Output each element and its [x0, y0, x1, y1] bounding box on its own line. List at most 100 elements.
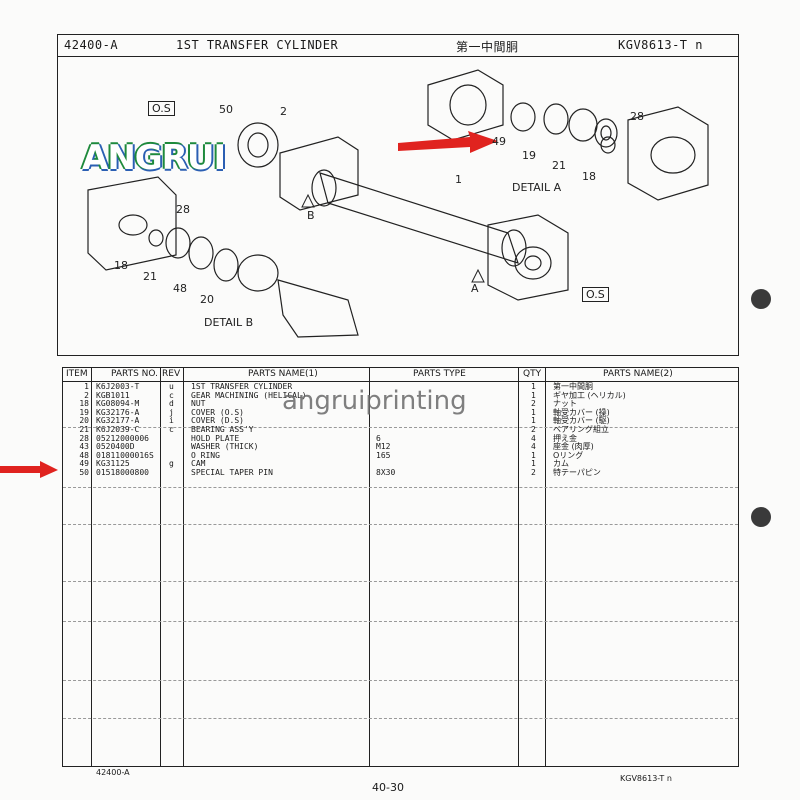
cell-type: 6 — [376, 433, 381, 443]
th-parts-no: PARTS NO. — [111, 369, 158, 379]
cell-name2: 軸受カバー (駆) — [553, 416, 610, 426]
cell-no: K6J2039-C — [96, 425, 140, 434]
cell-name1: COVER (D.S) — [191, 416, 244, 426]
col-divider — [545, 368, 546, 766]
cell-item: 43 — [79, 442, 89, 452]
cell-name2: 第一中間胴 — [553, 382, 593, 391]
callout-18-b: 18 — [114, 259, 128, 272]
row-separator — [63, 487, 738, 488]
callout-21-b: 21 — [143, 270, 157, 283]
cell-rev: u — [169, 382, 174, 391]
cylinder-body — [319, 172, 519, 264]
cell-qty: 1 — [531, 382, 536, 391]
col-divider — [369, 368, 370, 766]
cell-type: M12 — [376, 442, 391, 452]
cell-name2: 特テーパピン — [553, 468, 601, 477]
os-label-bottom: O.S — [582, 287, 609, 302]
cell-name1: BEARING ASS'Y — [191, 425, 254, 434]
cell-item: 21 — [79, 425, 89, 434]
cell-no: KG32177-A — [96, 416, 140, 426]
callout-28-b: 28 — [176, 203, 190, 216]
arrow-b-icon — [301, 193, 315, 208]
cell-item: 18 — [79, 399, 89, 409]
footer-code: 42400-A — [96, 768, 130, 777]
part-2-gear — [237, 122, 279, 168]
part-flange — [237, 254, 279, 292]
exploded-diagram: 50 2 28 18 21 48 20 1 B A 49 19 21 18 28… — [57, 55, 739, 356]
cell-rev: i — [169, 416, 174, 426]
cell-qty: 4 — [531, 433, 536, 443]
header-bar: 42400-A 1ST TRANSFER CYLINDER 第一中間胴 KGV8… — [57, 34, 739, 57]
part-18-nut — [600, 136, 616, 154]
cell-no: 05212000006 — [96, 433, 149, 443]
diagram-drawing — [87, 69, 709, 338]
binder-hole — [751, 507, 771, 527]
cell-no: KG32176-A — [96, 407, 140, 417]
cell-rev: c — [169, 390, 174, 400]
arrow-a-icon — [471, 268, 485, 283]
cell-qty: 1 — [531, 416, 536, 426]
header-code: 42400-A — [64, 38, 119, 52]
callout-letter-a: A — [471, 282, 479, 295]
callout-48: 48 — [173, 282, 187, 295]
header-title-jp: 第一中間胴 — [456, 40, 519, 54]
cell-item: 50 — [79, 468, 89, 477]
frame-block-right — [627, 106, 709, 201]
cell-name1: COVER (O.S) — [191, 407, 244, 417]
cell-name1: NUT — [191, 399, 206, 409]
cell-name2: 押え金 — [553, 433, 577, 443]
row-separator — [63, 427, 738, 428]
detail-b-label: DETAIL B — [204, 316, 254, 329]
cell-name1: WASHER (THICK) — [191, 442, 259, 452]
cylinder-end-a — [501, 229, 527, 267]
th-name1: PARTS NAME(1) — [248, 369, 318, 379]
part-49-ring — [543, 103, 569, 135]
cell-item: 20 — [79, 416, 89, 426]
callout-20: 20 — [200, 293, 214, 306]
cell-no: 0520400D — [96, 442, 135, 452]
th-rev: REV — [162, 369, 181, 379]
cell-name1: CAM — [191, 459, 206, 469]
angrui-logo: ANGRUI — [82, 138, 226, 178]
cell-no: K6J2003-T — [96, 382, 140, 391]
cell-type: 165 — [376, 450, 391, 460]
part-20-cover — [213, 248, 239, 282]
cell-qty: 2 — [531, 468, 536, 477]
cell-no: 01811000016S — [96, 450, 154, 460]
footer-model: KGV8613-T n — [620, 774, 672, 783]
col-divider — [183, 368, 184, 766]
cell-type: 8X30 — [376, 468, 396, 477]
cell-item: 48 — [79, 450, 89, 460]
cell-name1: HOLD PLATE — [191, 433, 240, 443]
frame-block-center — [279, 136, 359, 211]
parts-table: ITEM PARTS NO. REV PARTS NAME(1) PARTS T… — [62, 367, 739, 767]
cell-name2: 軸受カバー (操) — [553, 407, 610, 417]
cell-item: 1 — [84, 382, 89, 391]
part-21-bearing — [594, 118, 618, 148]
os-label-top: O.S — [148, 101, 175, 116]
row-separator — [63, 718, 738, 719]
row-separator — [63, 581, 738, 582]
cell-no: KG08094-M — [96, 399, 140, 409]
watermark-text: angruiprinting — [282, 386, 467, 416]
red-side-arrow-icon — [0, 461, 58, 478]
cell-rev: j — [169, 407, 174, 417]
callout-21-a: 21 — [552, 159, 566, 172]
detail-a-label: DETAIL A — [512, 181, 562, 194]
callout-2: 2 — [280, 105, 287, 118]
detail-a-housing — [427, 69, 504, 141]
cell-name1: GEAR MACHINING (HELICAL) — [191, 390, 307, 400]
cell-name1: O RING — [191, 450, 220, 460]
cell-item: 2 — [84, 390, 89, 400]
table-header: ITEM PARTS NO. REV PARTS NAME(1) PARTS T… — [63, 368, 738, 382]
part-19-cover — [568, 108, 598, 142]
cell-rev: d — [169, 399, 174, 409]
